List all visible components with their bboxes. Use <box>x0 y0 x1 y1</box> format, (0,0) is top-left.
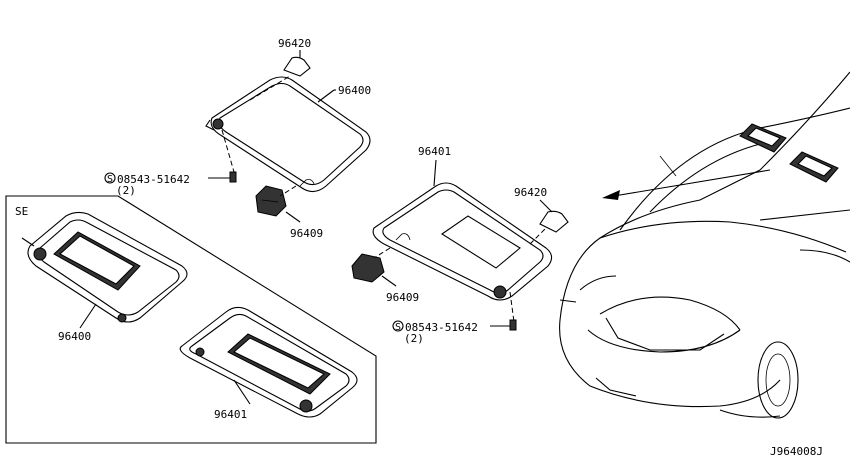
holder-96409-right-label: 96409 <box>386 291 419 304</box>
inset-box-se <box>5 195 377 444</box>
holder-96409-right <box>351 253 397 287</box>
visor-96401-label: 96401 <box>418 145 451 158</box>
cover-96420-right <box>539 210 569 233</box>
screw-right-label: 08543-51642 <box>405 321 478 334</box>
sun-visor-96401-main <box>372 182 553 301</box>
pointer-arrow <box>602 169 771 200</box>
inset-visor-96401-label: 96401 <box>214 408 247 421</box>
screw-top-label: 08543-51642 <box>117 173 190 186</box>
car-illustration <box>559 71 850 419</box>
sun-visor-96400-inset <box>21 211 188 323</box>
inset-visor-96400-label: 96400 <box>58 330 91 343</box>
sun-visor-96401-inset <box>179 306 358 418</box>
cover-96420-right-label: 96420 <box>514 186 547 199</box>
cover-96420-top <box>283 56 311 77</box>
holder-96409-top <box>255 185 301 223</box>
screw-top-callout: S 08543-51642 (2) <box>104 172 190 197</box>
screw-symbol-top: S <box>107 174 113 185</box>
screw-right-qty: (2) <box>404 332 424 345</box>
inset-se-label: SE <box>15 205 28 218</box>
cover-96420-top-label: 96420 <box>278 37 311 50</box>
visor-96400-top-label: 96400 <box>338 84 371 97</box>
screw-top <box>208 171 237 183</box>
diagram-id: J964008J <box>770 445 823 458</box>
screw-symbol-right: S <box>395 322 401 333</box>
screw-top-qty: (2) <box>116 184 136 197</box>
screw-right-callout: S 08543-51642 (2) <box>392 320 478 345</box>
sun-visor-96400-top <box>205 76 371 193</box>
holder-96409-top-label: 96409 <box>290 227 323 240</box>
screw-right <box>490 319 517 331</box>
